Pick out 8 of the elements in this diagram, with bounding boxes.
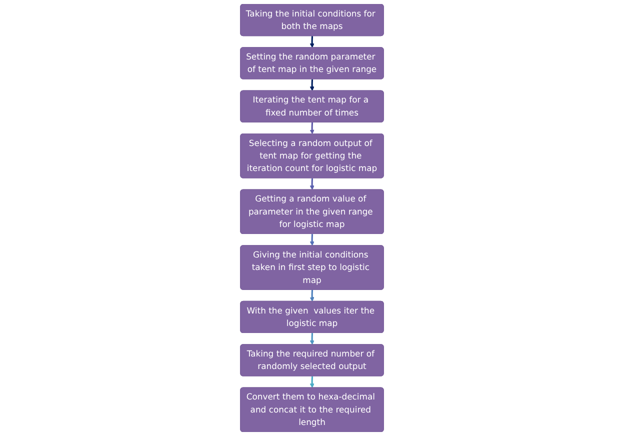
arrow: [310, 36, 314, 48]
arrow: [310, 333, 314, 345]
arrow: [310, 178, 314, 190]
arrow: [310, 122, 314, 134]
arrow: [310, 376, 314, 388]
arrow: [310, 79, 314, 92]
arrow: [310, 234, 314, 246]
arrow: [310, 290, 314, 302]
